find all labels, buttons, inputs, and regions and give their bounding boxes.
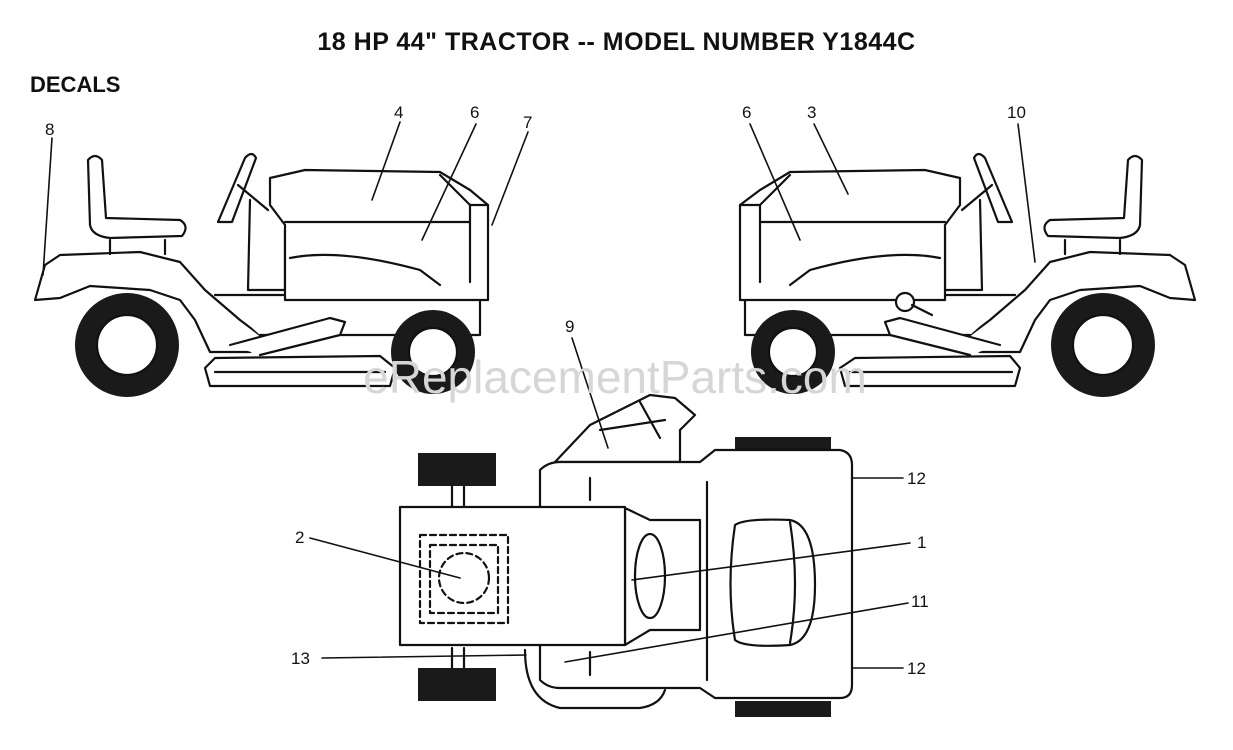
callout-1: 1 (917, 533, 926, 552)
callout-8: 8 (45, 120, 54, 139)
diagram-title: 18 HP 44" TRACTOR -- MODEL NUMBER Y1844C (317, 28, 916, 56)
callout-2: 2 (295, 528, 304, 547)
callout-3: 3 (807, 103, 816, 122)
watermark-text: eReplacementParts.com (363, 351, 867, 403)
tractor-left-side-view (33, 152, 490, 397)
tractor-right-side-view (738, 152, 1197, 397)
callout-7: 7 (523, 113, 532, 132)
callout-9: 9 (565, 317, 574, 336)
callout-10: 10 (1007, 103, 1026, 122)
callout-12-bottom: 12 (907, 659, 926, 678)
callout-6-right: 6 (742, 103, 751, 122)
callout-12-top: 12 (907, 469, 926, 488)
callout-4: 4 (394, 103, 403, 122)
section-heading: DECALS (30, 72, 121, 97)
callout-13: 13 (291, 649, 310, 668)
leader-lines (42, 121, 1036, 669)
callout-11: 11 (911, 592, 929, 611)
callout-6-left: 6 (470, 103, 479, 122)
tractor-top-view (398, 393, 854, 717)
